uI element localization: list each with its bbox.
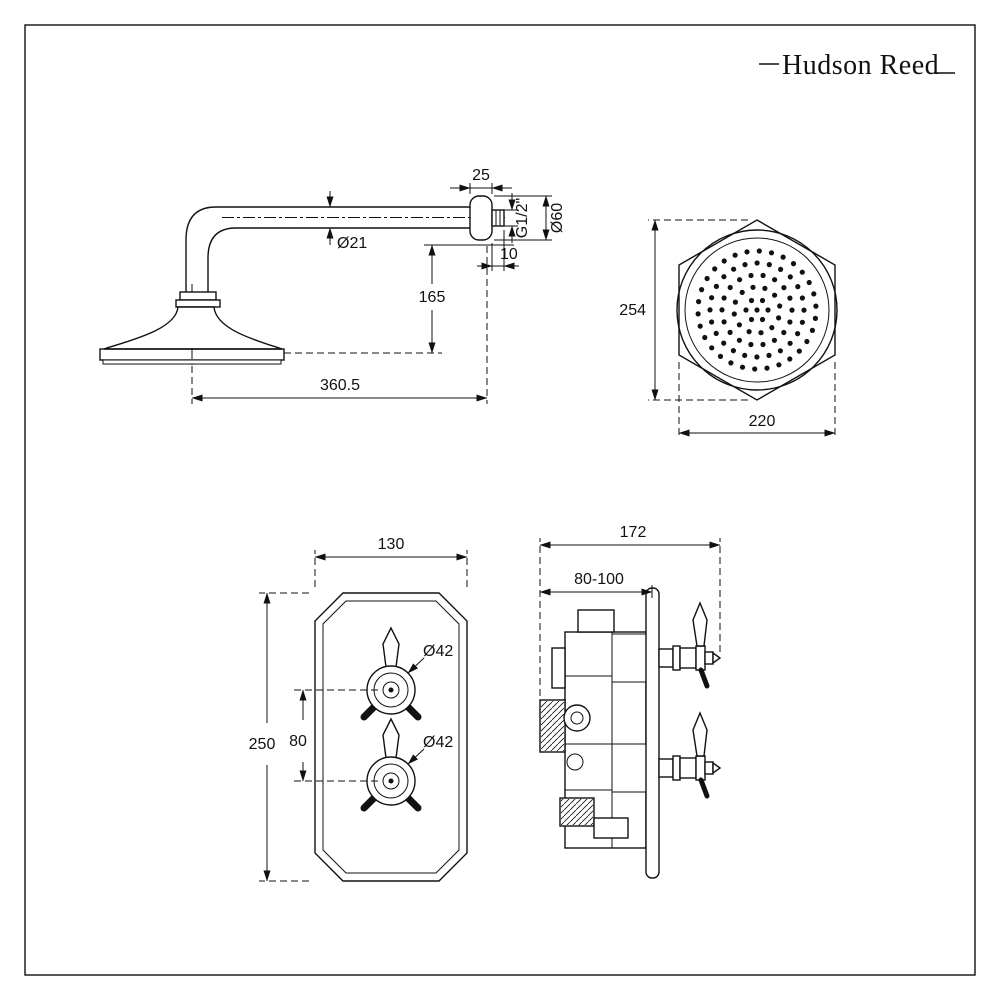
handle-spoke [360, 793, 379, 812]
dim-head-height-label: 254 [619, 302, 646, 319]
thread-stub [491, 209, 505, 227]
valve-side-view: 172 80-100 [539, 524, 722, 879]
handle-side-top [658, 601, 722, 689]
dim-valve-width: 130 [314, 536, 468, 587]
shower-head-bell [99, 291, 285, 365]
dim-handle-dia-top-label: Ø42 [423, 643, 453, 660]
section-hatch [561, 799, 593, 825]
handle-spoke [698, 777, 710, 799]
head-side-view: 25 Ø21 G1/2" Ø60 [99, 167, 566, 404]
dim-thread: G1/2" [504, 193, 531, 243]
cartridge-top [611, 633, 647, 683]
dim-recess-depth-label: 80-100 [574, 571, 624, 588]
dim-head-height: 254 [619, 219, 748, 401]
dim-head-width: 220 [678, 362, 836, 439]
dim-stub-length: 10 [477, 230, 519, 271]
head-flange [175, 299, 221, 308]
valve-front-view: 130 250 80 Ø42 Ø42 [249, 536, 468, 882]
dim-plate-diameter-label: Ø60 [549, 203, 566, 233]
nozzle-dots [695, 248, 819, 372]
valve-handle-top [360, 626, 422, 721]
dim-stub-length-label: 10 [500, 246, 518, 263]
dim-plate-diameter: Ø60 [494, 195, 566, 241]
valve-top-port [577, 609, 615, 633]
dim-plate-depth-label: 25 [472, 167, 490, 184]
dim-drop-height: 165 [284, 244, 514, 354]
dim-handle-spacing: 80 [289, 689, 380, 782]
wall-plate [469, 195, 505, 241]
dim-handle-spacing-label: 80 [289, 733, 307, 750]
dim-arm-diameter-label: Ø21 [337, 235, 367, 252]
dim-total-depth-label: 172 [620, 524, 647, 541]
dim-head-width-label: 220 [749, 413, 776, 430]
dim-reach: 360.5 [191, 246, 488, 404]
spray-face-outer-ring [676, 229, 838, 391]
dim-reach-label: 360.5 [320, 377, 360, 394]
handle-spoke [360, 702, 379, 721]
valve-handle-bottom [360, 717, 422, 812]
handle-spoke [403, 793, 422, 812]
frame-border [24, 24, 976, 976]
valve-body [539, 609, 647, 849]
head-plan-view: 254 220 [619, 219, 838, 439]
spray-face-inner-ring [684, 237, 830, 383]
spray-rim-lip [102, 359, 282, 365]
dim-recess-depth: 80-100 [539, 571, 653, 598]
dim-valve-width-label: 130 [378, 536, 405, 553]
dim-handle-diameter-top: Ø42 [407, 643, 453, 674]
dim-thread-label: G1/2" [514, 198, 531, 238]
wall-escutcheon [645, 587, 660, 879]
side-lever-bottom [692, 711, 708, 757]
dim-valve-height-label: 250 [249, 736, 276, 753]
section-hatch [541, 701, 564, 751]
side-lever-top [692, 601, 708, 647]
head-collar [179, 291, 217, 301]
cartridge-bottom [611, 743, 647, 793]
dim-handle-diameter-bottom: Ø42 [407, 734, 453, 765]
valve-plate-inner [322, 600, 460, 874]
dim-arm-diameter: Ø21 [326, 191, 367, 252]
dim-plate-depth: 25 [450, 167, 512, 194]
side-port-boss [563, 704, 591, 732]
handle-spoke [403, 702, 422, 721]
handle-spoke [698, 667, 710, 689]
handle-side-bottom [658, 711, 722, 799]
brand-name: Hudson Reed [782, 50, 939, 81]
dim-drop-height-label: 165 [419, 289, 446, 306]
dim-valve-height: 250 [249, 592, 309, 882]
brand-logo: Hudson Reed [759, 50, 955, 81]
dim-total-depth: 172 [539, 524, 721, 696]
dim-handle-dia-bottom-label: Ø42 [423, 734, 453, 751]
shower-arm [185, 206, 470, 292]
